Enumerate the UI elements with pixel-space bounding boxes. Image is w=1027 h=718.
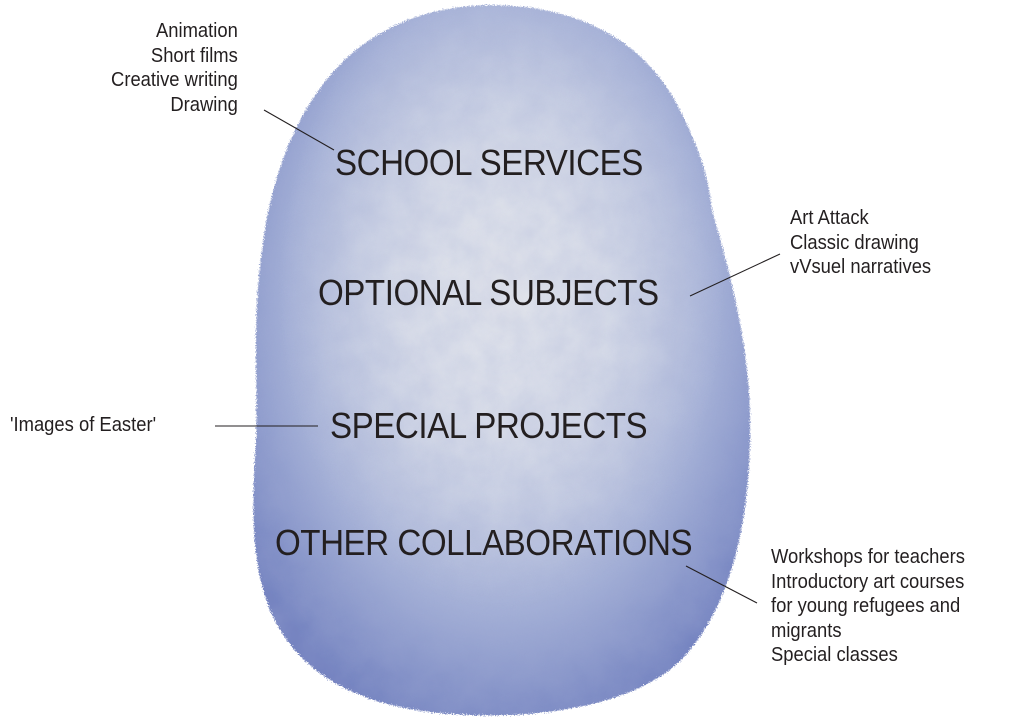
notes-other-collaborations: Workshops for teachers Introductory art … (771, 545, 965, 668)
note-item: 'Images of Easter' (10, 414, 157, 436)
note-item: for young refugees and (771, 595, 961, 617)
note-item: Workshops for teachers (771, 546, 965, 568)
note-item: vVsuel narratives (790, 256, 932, 278)
category-optional-subjects: OPTIONAL SUBJECTS (318, 272, 659, 313)
category-school-services: SCHOOL SERVICES (335, 142, 643, 183)
note-item: Special classes (771, 644, 898, 666)
note-item: Drawing (170, 93, 238, 116)
notes-school-services: Animation Short films Creative writing D… (111, 19, 238, 117)
note-item: Art Attack (790, 207, 869, 229)
category-other-collaborations: OTHER COLLABORATIONS (275, 522, 693, 563)
notes-optional-subjects: Art Attack Classic drawing vVsuel narrat… (790, 206, 931, 280)
note-item: Short films (151, 44, 238, 67)
category-special-projects: SPECIAL PROJECTS (330, 405, 648, 446)
note-item: Animation (156, 20, 238, 42)
note-item: Classic drawing (790, 231, 919, 254)
notes-special-projects: 'Images of Easter' (10, 413, 156, 438)
note-item: Creative writing (111, 69, 238, 91)
note-item: Introductory art courses (771, 570, 965, 593)
note-item: migrants (771, 619, 842, 642)
